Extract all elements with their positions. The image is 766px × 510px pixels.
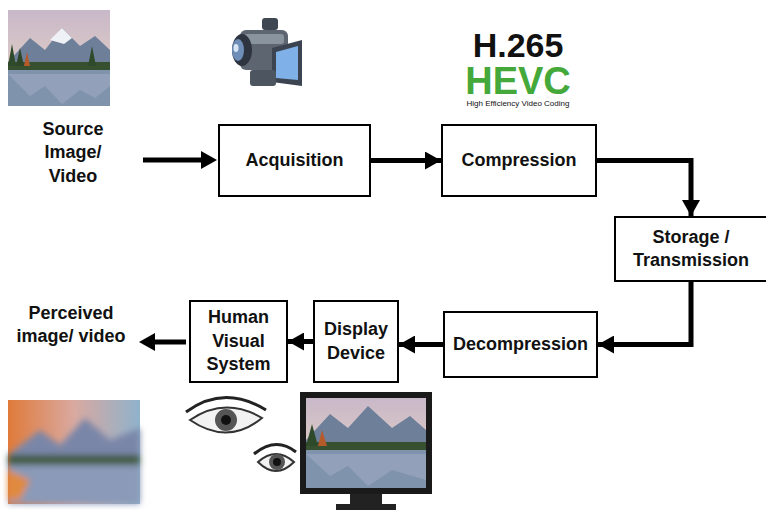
process-box: Display Device <box>313 300 399 383</box>
perceived-photo <box>8 400 140 504</box>
monitor-icon <box>300 392 432 510</box>
box-label: Human Visual System <box>191 306 286 376</box>
box-label: Display Device <box>315 318 397 365</box>
flow-arrow <box>399 342 443 347</box>
flow-arrow <box>598 282 691 345</box>
process-box: Human Visual System <box>189 300 288 383</box>
source-photo <box>8 10 110 106</box>
eyes-icon <box>186 397 296 471</box>
codec-logo-text: H.265 <box>448 28 588 62</box>
stage-label: Source Image/ Video <box>18 118 128 188</box>
process-box: Storage / Transmission <box>614 216 766 282</box>
box-label: Storage / Transmission <box>616 226 766 273</box>
box-label: Decompression <box>453 333 588 356</box>
camcorder-icon <box>232 18 302 86</box>
codec-logo-text: HEVC <box>448 62 588 100</box>
process-box: Acquisition <box>218 124 371 197</box>
flow-arrow <box>371 158 441 163</box>
flow-arrow <box>288 339 313 344</box>
box-label: Acquisition <box>246 149 344 172</box>
flow-arrow <box>597 161 691 217</box>
stage-label: Perceived image/ video <box>4 302 138 349</box>
process-box: Decompression <box>443 311 598 378</box>
process-box: Compression <box>441 124 597 197</box>
codec-logo-text: High Efficiency Video Coding <box>448 100 588 108</box>
box-label: Compression <box>461 149 576 172</box>
